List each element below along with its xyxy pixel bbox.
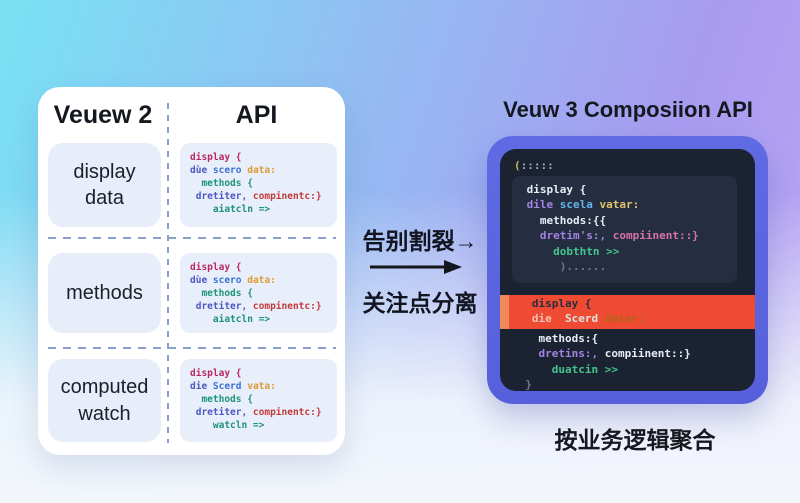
vue3-panel-title: Veuw 3 Composiion API [503,97,753,122]
transition-label-bottom: 关注点分离 [362,290,478,316]
vue2-card-title: Veuew 2 [53,101,153,129]
highlight-strip: display { die Scerd datar: [500,294,755,329]
option-label-display-data: display data [48,143,161,227]
option-label-computed-watch: computed watch [48,359,161,442]
option-code-display-data: display {dùe scero data: methods { dreti… [180,143,337,227]
window-dots: (::::: [514,159,554,172]
transition-label-top: 告别割裂→ [362,228,478,254]
vue3-panel-frame: (::::: display { dile scela vatar: metho… [487,136,768,404]
row-dashed-divider-2 [48,347,336,349]
api-column-title: API [235,101,278,129]
option-code-computed-watch: display {die Scerd vata: methods { dreti… [180,359,337,442]
vue2-options-card: Veuew 2 API display data display {dùe sc… [38,87,345,455]
code-section-bottom: methods:{ dretins:, compiinent::} duatci… [512,331,691,392]
vertical-dashed-divider [167,103,169,443]
right-arrow-icon [370,260,462,274]
vue3-code-window: (::::: display { dile scela vatar: metho… [500,149,755,391]
row-dashed-divider-1 [48,237,336,239]
option-label-methods: methods [48,253,161,333]
option-code-methods: display {dùe scero data: methods { dreti… [180,253,337,333]
vue3-caption: 按业务逻辑聚合 [554,427,716,453]
code-section-grouped: display { dile scela vatar: methods:{{ d… [512,175,737,283]
